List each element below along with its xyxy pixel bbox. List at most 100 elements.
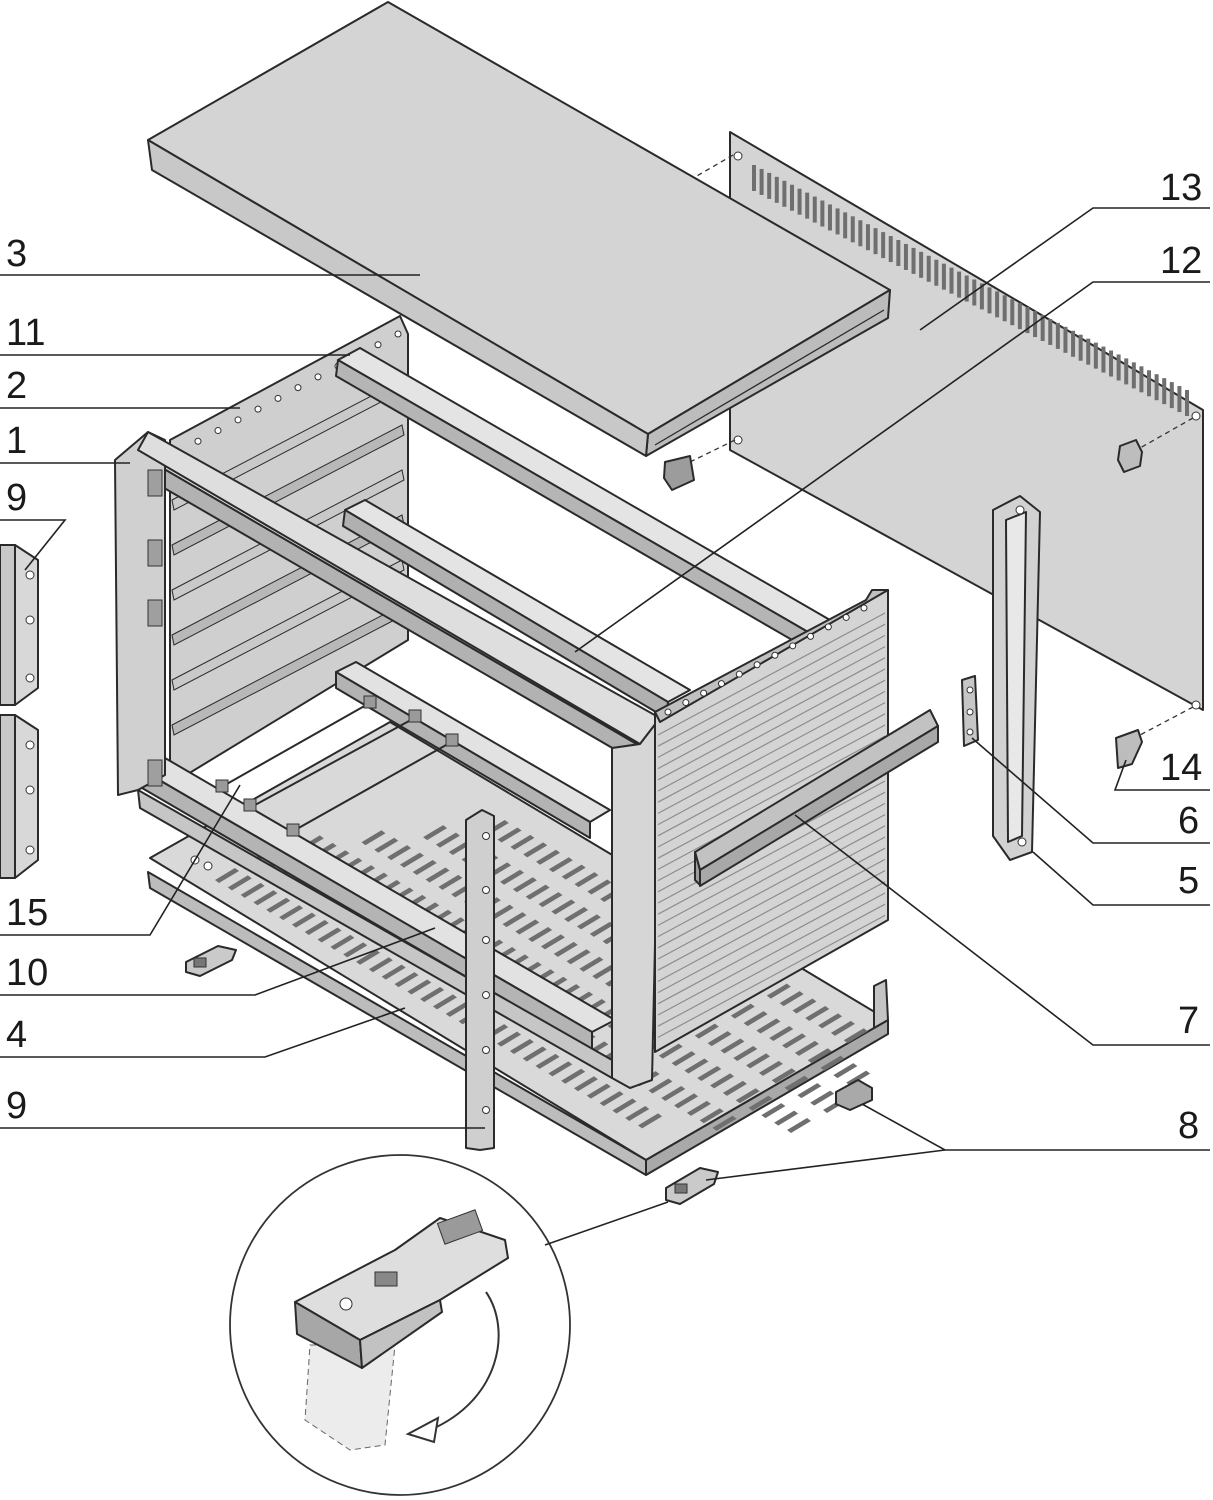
vent-slot [1010,299,1015,326]
callout-11: 11 [6,312,45,354]
vent-slot [873,228,878,255]
vent-slot [1139,366,1144,393]
vent-slot [1169,382,1174,409]
vent-slot [674,1093,699,1109]
vent-slot [420,986,445,1002]
vent-slot [686,1100,711,1116]
vent-slot [812,196,817,223]
vent-slot [730,1003,755,1019]
rear-panel-hole [1191,411,1201,421]
vent-slot [774,1110,799,1126]
callout-12: 12 [1160,240,1202,282]
vent-slot [548,1061,573,1077]
side-hole [824,623,832,631]
side-hole [789,642,797,650]
front-frame-brackets [147,469,163,787]
vent-slot [1093,342,1098,369]
vent-slot [509,1039,534,1055]
side-hole [771,651,779,659]
vent-slot [1124,358,1129,385]
vent-slot [941,263,946,290]
vent-slot [911,247,916,274]
side-rib [657,679,886,803]
vent-slot [820,1055,845,1071]
side-hole [860,604,868,612]
vent-slot [579,956,604,972]
side-hole [717,680,725,688]
vent-slot [743,1011,768,1027]
vent-slot [361,830,386,846]
vent-slot [865,224,870,251]
vent-slot [522,1046,547,1062]
vent-slot [497,827,522,843]
side-rib [657,724,886,848]
vent-slot [792,998,817,1014]
callout-15: 15 [6,892,48,934]
vent-slot [553,941,578,957]
callout-7: 7 [1178,1000,1199,1042]
side-rib [657,825,886,949]
vent-slot [658,1043,683,1059]
vent-slot [374,837,399,853]
vent-slot [343,942,368,958]
vent-slot [797,188,802,215]
vent-slot [1154,374,1159,401]
vent-slot [279,905,304,921]
vent-slot [425,867,450,883]
assembly-line [1139,706,1194,736]
vent-slot [535,1053,560,1069]
vent-slot [697,1065,722,1081]
vent-slot [368,957,393,973]
vent-slot [771,1068,796,1084]
vent-slot [843,1028,868,1044]
vent-slot [253,890,278,906]
vent-slot [1177,386,1182,413]
side-rib [657,702,886,826]
front-mounting-strip [465,809,495,1151]
front-frame-right-post [611,717,661,1089]
vent-slot [592,964,617,980]
vent-slot [589,921,614,937]
leader-8-b [705,1149,946,1181]
vent-slot [551,899,576,915]
vent-slot [766,983,791,999]
vent-slot [438,874,463,890]
guide-rail [224,699,376,786]
vent-slot [573,1076,598,1092]
vent-slot [671,1051,696,1067]
rear-panel-hole [733,435,743,445]
vent-slot [648,1078,673,1094]
rear-panel-vent-slots [752,165,1189,416]
vent-slot [707,1031,732,1047]
leader-7 [794,814,1210,1046]
vent-slot [510,834,535,850]
vent-slot [576,914,601,930]
callout-5: 5 [1178,860,1199,902]
vent-slot [1040,315,1045,341]
vent-slot [528,926,553,942]
vent-slot [1017,303,1022,330]
vent-slot [964,275,969,302]
vent-slot [756,1018,781,1034]
side-rib [657,881,886,1005]
profile-hole [234,416,242,424]
vent-slot [761,1103,786,1119]
leader-9-top [0,519,67,571]
rotate-arrow-head-icon [405,1416,440,1444]
guide-clips [215,695,459,837]
vent-slot [525,884,550,900]
top-cover [147,1,891,457]
guide-rail [294,739,456,831]
vent-slot [979,283,984,310]
profile-hole [374,341,382,349]
vent-slot [694,1023,719,1039]
guide-clip [408,709,422,723]
side-rib [657,847,886,971]
vent-slot [758,1060,783,1076]
side-rib [657,634,886,758]
callout-9-bottom: 9 [6,1085,27,1127]
profile-hole [274,394,282,402]
side-rib [657,623,886,747]
vent-slot [1147,370,1152,397]
vent-slot [722,1080,747,1096]
